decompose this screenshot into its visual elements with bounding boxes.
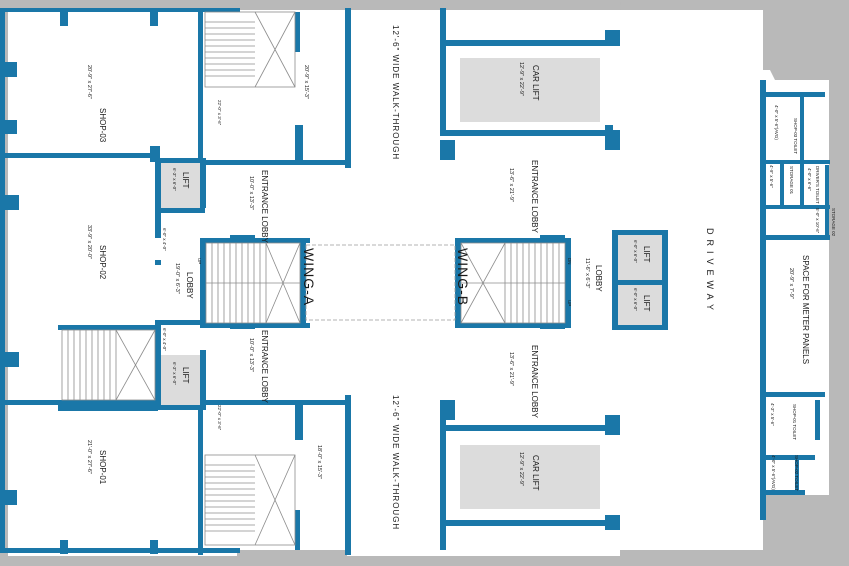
lobby-right-dim: 11'-6" x 6'-3" — [584, 258, 590, 288]
lift-boxes — [161, 58, 662, 509]
lobby-left: LOBBY — [185, 272, 194, 299]
duct-top: 6'-0" x 4'-0" — [162, 228, 167, 251]
entrance-lobby-bl-dim: 10'-0" x 13'-3" — [248, 338, 254, 372]
lift-4: LIFT — [642, 295, 651, 312]
entrance-lobby-tr: ENTRANCE LOBBY — [530, 160, 539, 234]
storage02-dim: 5'-0" x 10'-6" — [815, 208, 820, 234]
stair-bottom-dim: 18'-0" x 15'-3" — [316, 445, 322, 479]
up-left: UP — [197, 258, 202, 264]
duct-bottom: 6'-0" x 4'-0" — [162, 328, 167, 351]
car-lift-bottom-dim: 12'-9" x 22'-9" — [518, 452, 524, 486]
stair-top — [204, 11, 296, 88]
shop01-toilet-dim: 4'-3" x 5'-6" — [770, 403, 775, 426]
lift-4-dim: 6'-0" x 6'-0" — [633, 288, 638, 311]
stair-wing-a — [205, 242, 301, 324]
shop03-toilet-dim: 4'-0" x 5'-6"(AVG) — [774, 105, 779, 140]
storage01: STORAGE 01 — [789, 166, 794, 195]
entrance-lobby-br-dim: 13'-6" x 21'-9" — [508, 352, 514, 386]
shop03-name: SHOP-03 — [98, 108, 107, 143]
shop01-name: SHOP-01 — [98, 450, 107, 485]
storage01-dim: 4'-9" x 5'-6" — [769, 165, 774, 188]
entrance-lobby-bl: ENTRANCE LOBBY — [260, 330, 269, 404]
meter-panels-dim: 20'-9" x 7'-9" — [788, 268, 794, 299]
dn-right: DN — [567, 258, 572, 265]
walls — [0, 8, 830, 555]
meter-panels: SPACE FOR METER PANELS — [801, 255, 810, 364]
shop02-dim: 33'-9" x 20'-0" — [86, 225, 92, 259]
shop02-name: SHOP-02 — [98, 245, 107, 280]
passage-bottom: 22'-0" x 3'-6" — [217, 405, 222, 431]
entrance-lobby-tr-dim: 13'-6" x 21'-9" — [508, 168, 514, 202]
lift-1: LIFT — [181, 172, 190, 189]
lift-2-dim: 6'-3" x 6'-0" — [172, 362, 177, 385]
wing-a-label: WING-A — [301, 248, 317, 306]
lift-3: LIFT — [642, 246, 651, 263]
shop03-dim: 20'-9" x 27'-6" — [86, 65, 92, 99]
driveway-label: DRIVEWAY — [705, 228, 715, 315]
labels: SHOP-03 20'-9" x 27'-6" SHOP-02 33'-9" x… — [86, 25, 836, 530]
drivers-toilet: DRIVER'S TOILET — [815, 166, 820, 204]
shop02-toilet: SHOP-02 TOILET — [794, 455, 799, 491]
walkthrough-band — [305, 244, 456, 321]
car-lift-bottom-name: CAR LIFT — [531, 455, 540, 491]
stair-bottom — [204, 454, 296, 546]
car-lift-top-name: CAR LIFT — [531, 65, 540, 101]
walkthrough-bottom: 12'-6" WIDE WALK-THROUGH — [391, 395, 400, 530]
shop01-dim: 21'-0" x 27'-6" — [86, 440, 92, 474]
shop03-toilet: SHOP-03 TOILET — [793, 118, 798, 154]
entrance-lobby-br: ENTRANCE LOBBY — [530, 345, 539, 419]
shop01-toilet: SHOP-01 TOILET — [792, 404, 797, 440]
lobby-left-dim: 19'-0" x 6'-3" — [174, 263, 180, 294]
passage-top: 22'-0" x 3'-6" — [217, 100, 222, 126]
wing-b-label: WING-B — [455, 248, 471, 306]
lift-1-dim: 6'-3" x 6'-0" — [172, 168, 177, 191]
lobby-right: LOBBY — [594, 265, 603, 292]
storage02: STORAGE 02 — [831, 208, 836, 237]
entrance-lobby-tl: ENTRANCE LOBBY — [260, 170, 269, 244]
drivers-toilet-dim: 4'-0" x 6'-6" — [807, 168, 812, 191]
entrance-lobby-tl-dim: 10'-0" x 13'-3" — [248, 176, 254, 210]
car-lift-top-dim: 12'-9" x 22'-9" — [518, 62, 524, 96]
stair-top-dim: 20'-9" x 15'-3" — [303, 65, 309, 99]
stair-wing-b — [460, 242, 566, 324]
walkthrough-top: 12'-6" WIDE WALK-THROUGH — [391, 25, 400, 160]
up-right: UP — [567, 300, 572, 306]
lift-3-dim: 6'-0" x 6'-0" — [633, 240, 638, 263]
shop02-toilet-dim: 4'-0" x 5'-6"(AVG) — [771, 455, 776, 490]
lift-2: LIFT — [181, 367, 190, 384]
stair-shop02 — [61, 329, 156, 401]
